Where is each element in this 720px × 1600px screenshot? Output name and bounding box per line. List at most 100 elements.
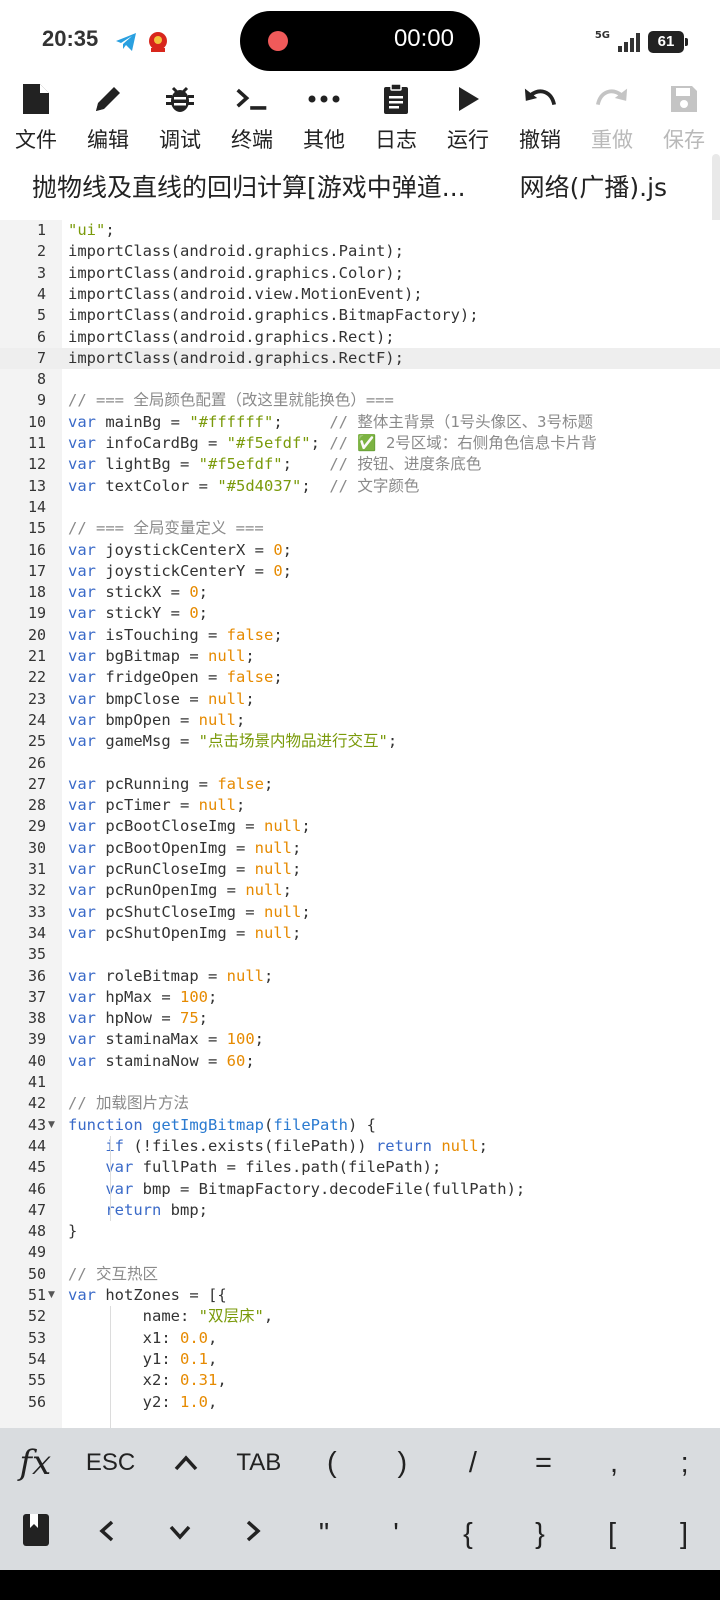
cursor-right-icon[interactable] [232, 1518, 272, 1551]
code-text: var stickX = 0; [68, 583, 209, 602]
code-line[interactable]: 52 name: "双层床", [0, 1306, 720, 1327]
symbol-key-button[interactable]: [ [607, 1517, 617, 1550]
tab-parabola-regression[interactable]: 抛物线及直线的回归计算[游戏中弹道... [32, 173, 466, 202]
toolbar-save-button[interactable]: 保存 [648, 78, 720, 156]
code-text: var mainBg = "#ffffff"; // 整体主背景（1号头像区、3… [68, 412, 593, 431]
symbol-key-button[interactable]: TAB [236, 1449, 282, 1476]
code-line[interactable]: 43▼function getImgBitmap(filePath) { [0, 1115, 720, 1136]
code-line[interactable]: 54 y1: 0.1, [0, 1349, 720, 1370]
code-line[interactable]: 15// === 全局变量定义 === [0, 518, 720, 539]
code-line[interactable]: 44 if (!files.exists(filePath)) return n… [0, 1136, 720, 1157]
toolbar-debug-button[interactable]: 调试 [144, 78, 216, 156]
code-line[interactable]: 14 [0, 497, 720, 518]
line-number: 11 [27, 434, 46, 452]
symbol-key-button[interactable]: ; [680, 1446, 689, 1479]
code-line[interactable]: 8 [0, 369, 720, 390]
code-line[interactable]: 50// 交互热区 [0, 1264, 720, 1285]
code-line[interactable]: 56 y2: 1.0, [0, 1392, 720, 1413]
symbol-key-button[interactable]: / [468, 1446, 477, 1479]
line-number: 28 [27, 796, 46, 815]
symbol-key-button[interactable]: ( [326, 1446, 337, 1479]
toolbar-undo-button[interactable]: 撤销 [504, 78, 576, 156]
bookmark-icon[interactable] [16, 1512, 56, 1556]
code-line[interactable]: 49 [0, 1242, 720, 1263]
ctrl-key-button[interactable] [166, 1447, 206, 1480]
toolbar-run-button[interactable]: 运行 [432, 78, 504, 156]
toolbar-file-button[interactable]: 文件 [0, 78, 72, 156]
symbol-key-button[interactable]: } [535, 1517, 545, 1550]
code-line[interactable]: 9// === 全局颜色配置（改这里就能换色）=== [0, 390, 720, 411]
code-line[interactable]: 45 var fullPath = files.path(filePath); [0, 1157, 720, 1178]
fold-arrow-icon[interactable]: ▼ [48, 1290, 55, 1300]
code-line[interactable]: 53 x1: 0.0, [0, 1328, 720, 1349]
symbol-key-button[interactable]: ' [393, 1517, 399, 1550]
code-line[interactable]: 55 x2: 0.31, [0, 1370, 720, 1391]
symbol-key-button[interactable]: ] [679, 1517, 689, 1550]
code-line[interactable]: 1"ui"; [0, 220, 720, 241]
cursor-down-icon[interactable] [160, 1518, 200, 1551]
toolbar-redo-button[interactable]: 重做 [576, 78, 648, 156]
symbol-key-button[interactable]: , [610, 1446, 619, 1479]
code-line[interactable]: 35 [0, 944, 720, 965]
toolbar-edit-button[interactable]: 编辑 [72, 78, 144, 156]
symbol-key-button[interactable]: = [535, 1446, 552, 1479]
file-icon [19, 82, 53, 116]
symbol-key-button[interactable]: " [318, 1517, 330, 1550]
toolbar-run-label: 运行 [447, 128, 489, 152]
symbol-key-button[interactable]: { [463, 1517, 473, 1550]
toolbar-more-button[interactable]: 其他 [288, 78, 360, 156]
code-line[interactable]: 51▼var hotZones = [{ [0, 1285, 720, 1306]
screen-recording-indicator[interactable]: 00:00 [240, 11, 480, 71]
toolbar-terminal-button[interactable]: 终端 [216, 78, 288, 156]
code-line[interactable]: 41 [0, 1072, 720, 1093]
function-key-button[interactable]: fx [19, 1443, 52, 1483]
code-line[interactable]: 26 [0, 753, 720, 774]
fold-arrow-icon[interactable]: ▼ [48, 1119, 55, 1130]
code-line[interactable]: 47 return bmp; [0, 1200, 720, 1221]
code-line[interactable]: 42// 加载图片方法 [0, 1093, 720, 1114]
cursor-left-icon[interactable] [88, 1518, 128, 1551]
line-number: 26 [27, 753, 46, 772]
code-line[interactable]: 46 var bmp = BitmapFactory.decodeFile(fu… [0, 1179, 720, 1200]
tab-network-broadcast[interactable]: 网络(广播).js [519, 173, 668, 202]
code-line[interactable]: 48} [0, 1221, 720, 1242]
symbol-key-button[interactable]: ) [397, 1446, 408, 1479]
line-number: 9 [36, 391, 46, 410]
symbol-key-button[interactable]: ESC [85, 1449, 136, 1476]
toolbar-log-button[interactable]: 日志 [360, 78, 432, 156]
